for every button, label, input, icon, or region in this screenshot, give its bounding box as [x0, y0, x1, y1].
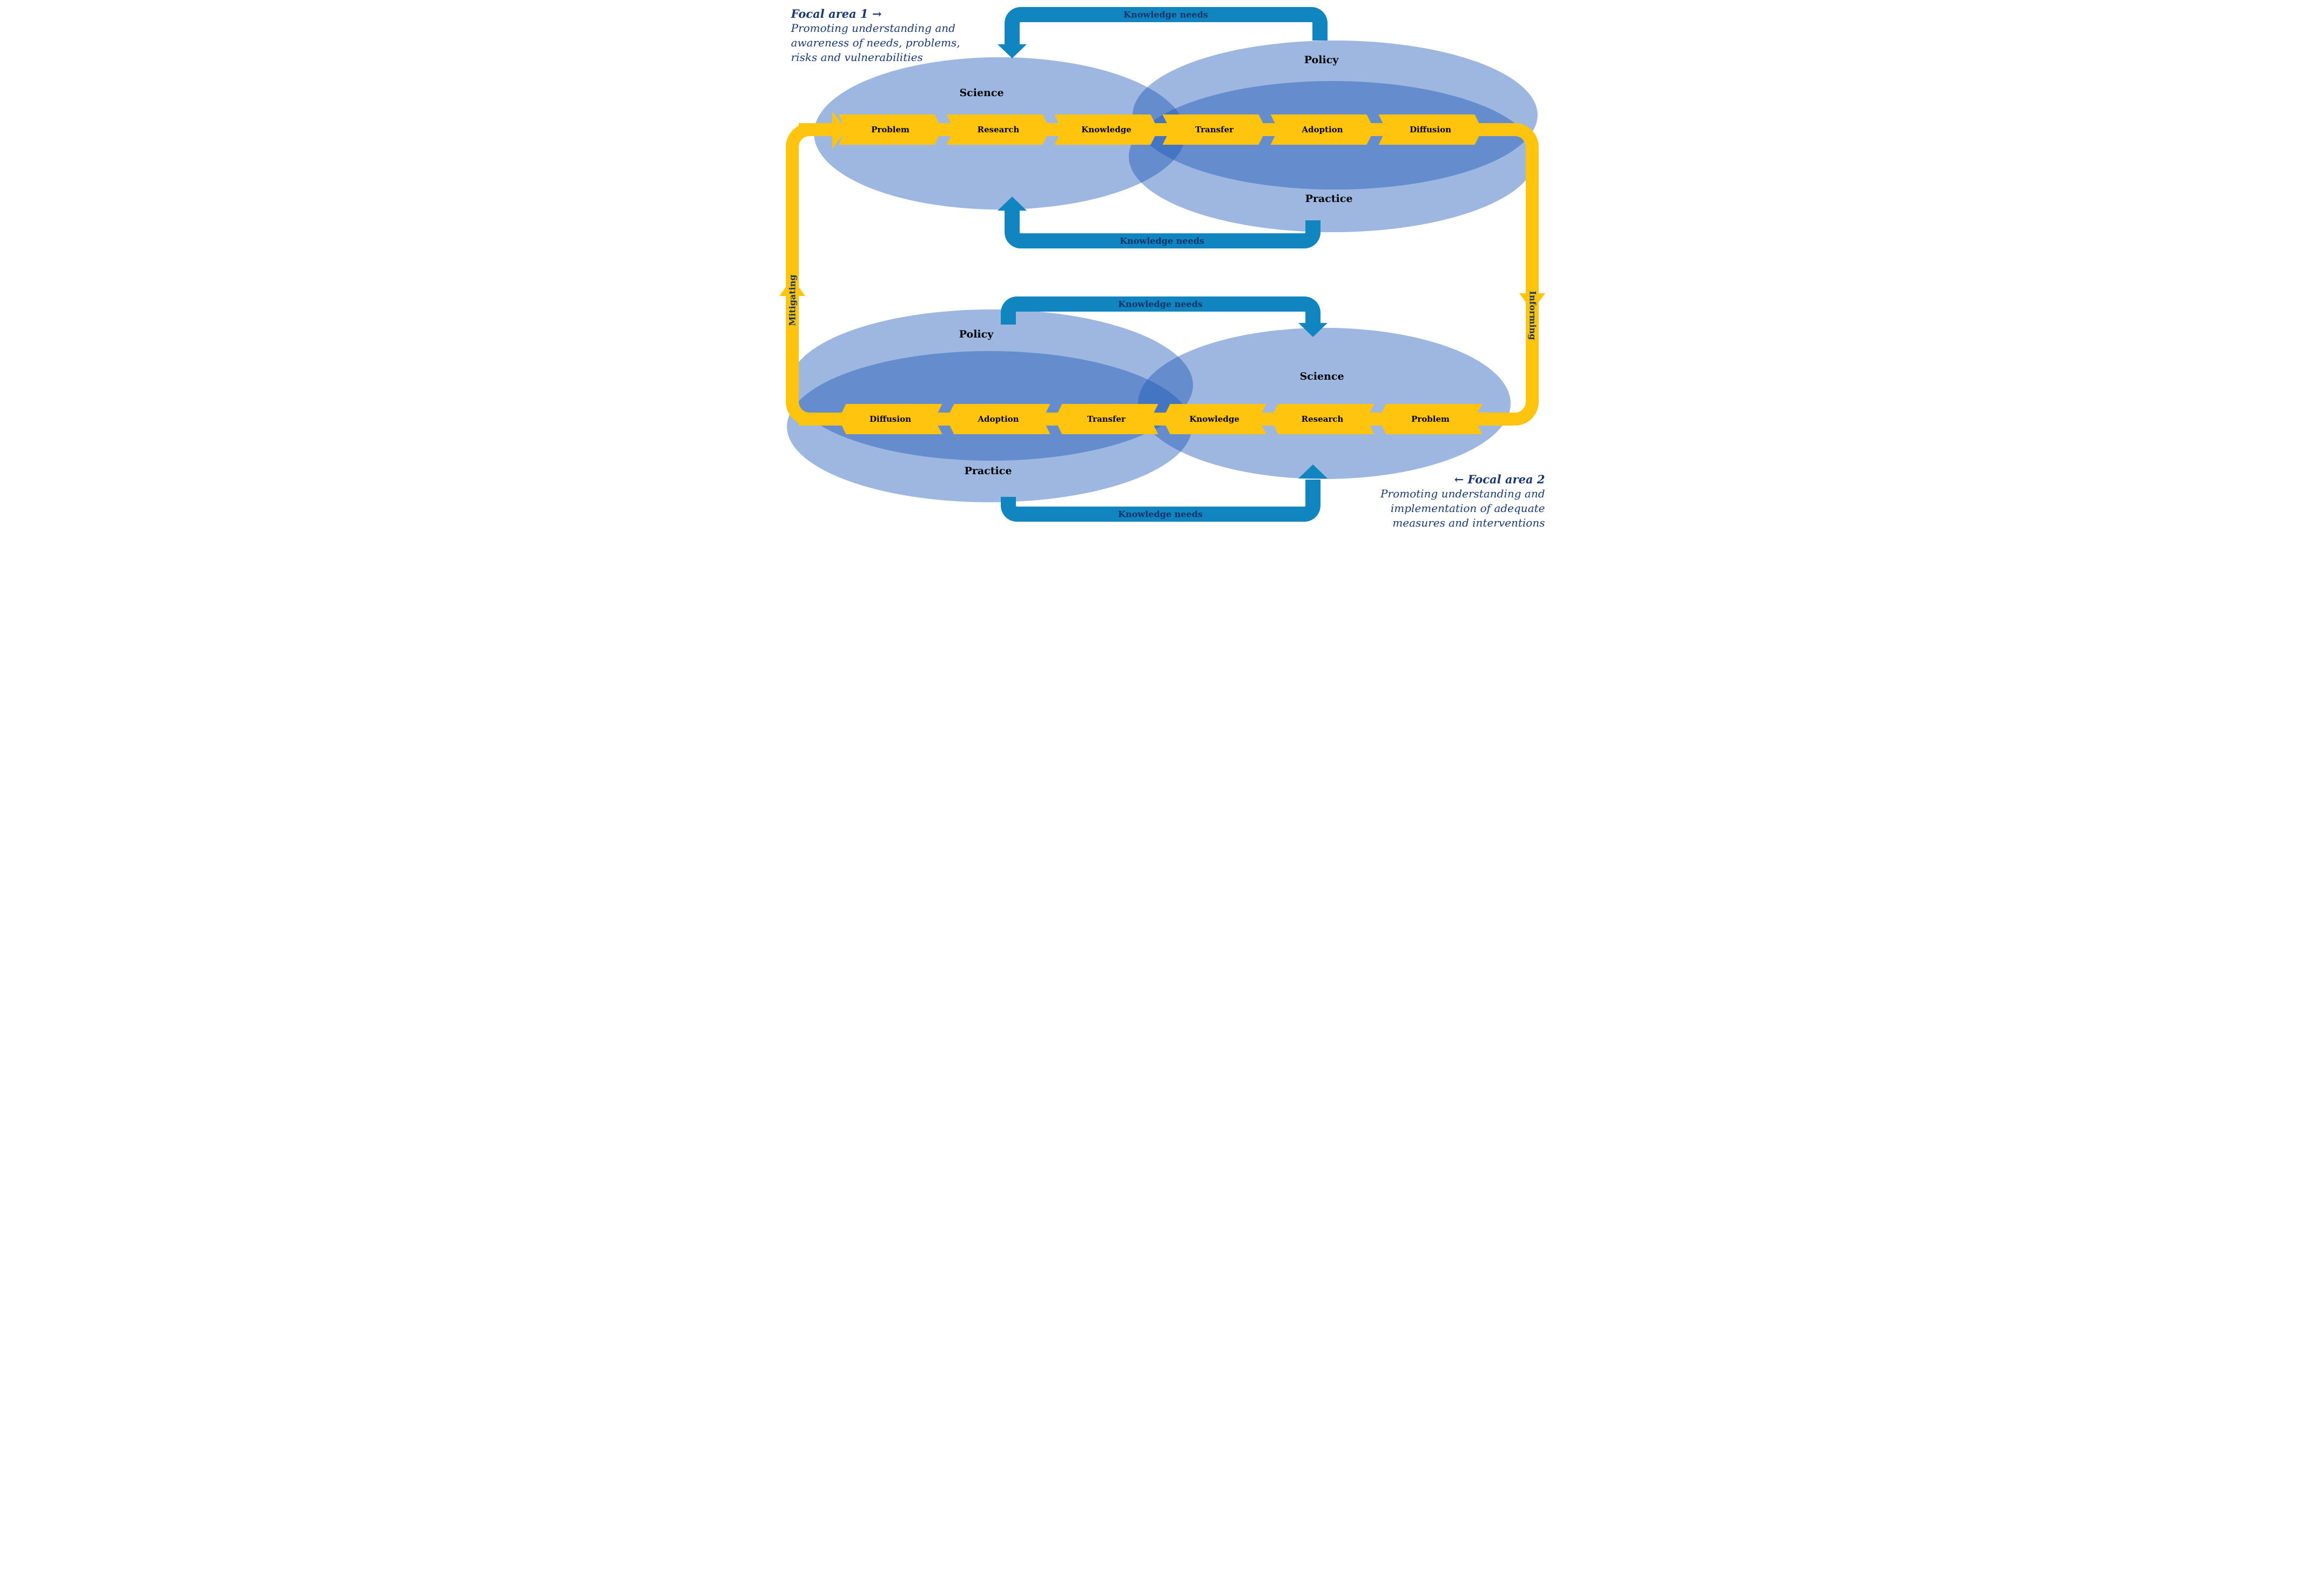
chevron-label: Knowledge [1189, 414, 1240, 424]
knowledge-needs-label-bottom: Knowledge needs [1118, 509, 1203, 520]
policy-label-bottom: Policy [959, 328, 994, 340]
focal-area-2-line: implementation of adequate [1390, 502, 1545, 515]
chevron-adoption-top: Adoption [1270, 114, 1375, 145]
chevron-label: Knowledge [1081, 125, 1131, 134]
knowledge-needs-arrow-lower-middle [1000, 296, 1321, 325]
focal-area-2-title: ← Focal area 2 [1454, 473, 1545, 486]
science-ellipse-bottom [1137, 328, 1511, 479]
chevron-label: Research [977, 125, 1020, 134]
focal-area-1-line: Promoting understanding and [791, 22, 955, 35]
chevron-label: Transfer [1195, 125, 1234, 134]
focal-area-2-annotation: ← Focal area 2 Promoting understanding a… [1380, 472, 1545, 528]
chevron-research-top: Research [946, 114, 1050, 145]
practice-ellipse-top [1128, 81, 1536, 232]
focal-area-1-line: awareness of needs, problems, [791, 36, 960, 49]
science-label-top: Science [959, 87, 1004, 99]
informing-label: Informing [1527, 291, 1538, 340]
knowledge-needs-label-lower-middle: Knowledge needs [1118, 299, 1203, 309]
chevron-knowledge-bottom: Knowledge [1162, 404, 1267, 434]
mitigating-label: Mitigating [787, 274, 797, 326]
chevron-label: Adoption [1302, 125, 1343, 134]
chevron-transfer-bottom: Transfer [1054, 404, 1158, 434]
knowledge-needs-arrow-bottom [1000, 497, 1321, 522]
knowledge-needs-arrow-upper-middle-stem [1004, 211, 1020, 221]
arrow-down-icon [997, 44, 1027, 58]
practice-label-bottom: Practice [964, 465, 1012, 477]
chevron-label: Problem [871, 125, 910, 134]
focal-area-2-line: Promoting understanding and [1380, 487, 1545, 500]
arrow-down-icon [1519, 293, 1545, 311]
chevron-problem-top: Problem [838, 114, 942, 145]
chevron-label: Diffusion [870, 414, 911, 424]
knowledge-needs-arrow-bottom-stem [1305, 480, 1321, 498]
chevron-problem-bottom: Problem [1378, 404, 1483, 434]
focal-area-1-line: risks and vulnerabilities [791, 51, 923, 64]
practice-label-top: Practice [1305, 193, 1353, 205]
arrow-right-icon [832, 111, 846, 149]
arrow-up-icon [997, 197, 1027, 211]
knowledge-needs-arrow-top-stem [1004, 39, 1020, 45]
focal-area-1-annotation: Focal area 1 → Promoting understanding a… [791, 6, 960, 65]
science-label-bottom: Science [1299, 370, 1344, 382]
chevron-label: Problem [1411, 414, 1450, 424]
knowledge-needs-label-upper-middle: Knowledge needs [1120, 235, 1204, 246]
mitigating-band [785, 150, 799, 399]
chevron-label: Diffusion [1410, 125, 1451, 134]
science-policy-practice-cycle-diagram: Science Policy Practice Policy Practice … [774, 0, 1550, 528]
chevron-diffusion-top: Diffusion [1378, 114, 1483, 145]
policy-label-top: Policy [1304, 54, 1339, 66]
chevron-research-bottom: Research [1270, 404, 1375, 434]
knowledge-needs-arrow-top [1004, 7, 1328, 41]
chevron-diffusion-bottom: Diffusion [838, 404, 942, 434]
knowledge-needs-label-top: Knowledge needs [1123, 9, 1208, 20]
policy-ellipse-bottom [789, 309, 1193, 461]
knowledge-needs-arrow-upper-middle [1004, 220, 1321, 248]
chevron-transfer-top: Transfer [1162, 114, 1267, 145]
chevron-label: Research [1301, 414, 1344, 424]
informing-band [1525, 150, 1539, 399]
chevron-label: Adoption [978, 414, 1019, 424]
chevron-knowledge-top: Knowledge [1054, 114, 1158, 145]
arrow-up-icon [1298, 464, 1328, 478]
arrow-down-icon [1298, 323, 1328, 337]
focal-area-1-title: Focal area 1 → [791, 7, 882, 21]
chevron-adoption-bottom: Adoption [946, 404, 1050, 434]
arrow-up-icon [779, 278, 805, 296]
focal-area-2-line: measures and interventions [1392, 516, 1545, 528]
chevron-label: Transfer [1087, 414, 1126, 424]
